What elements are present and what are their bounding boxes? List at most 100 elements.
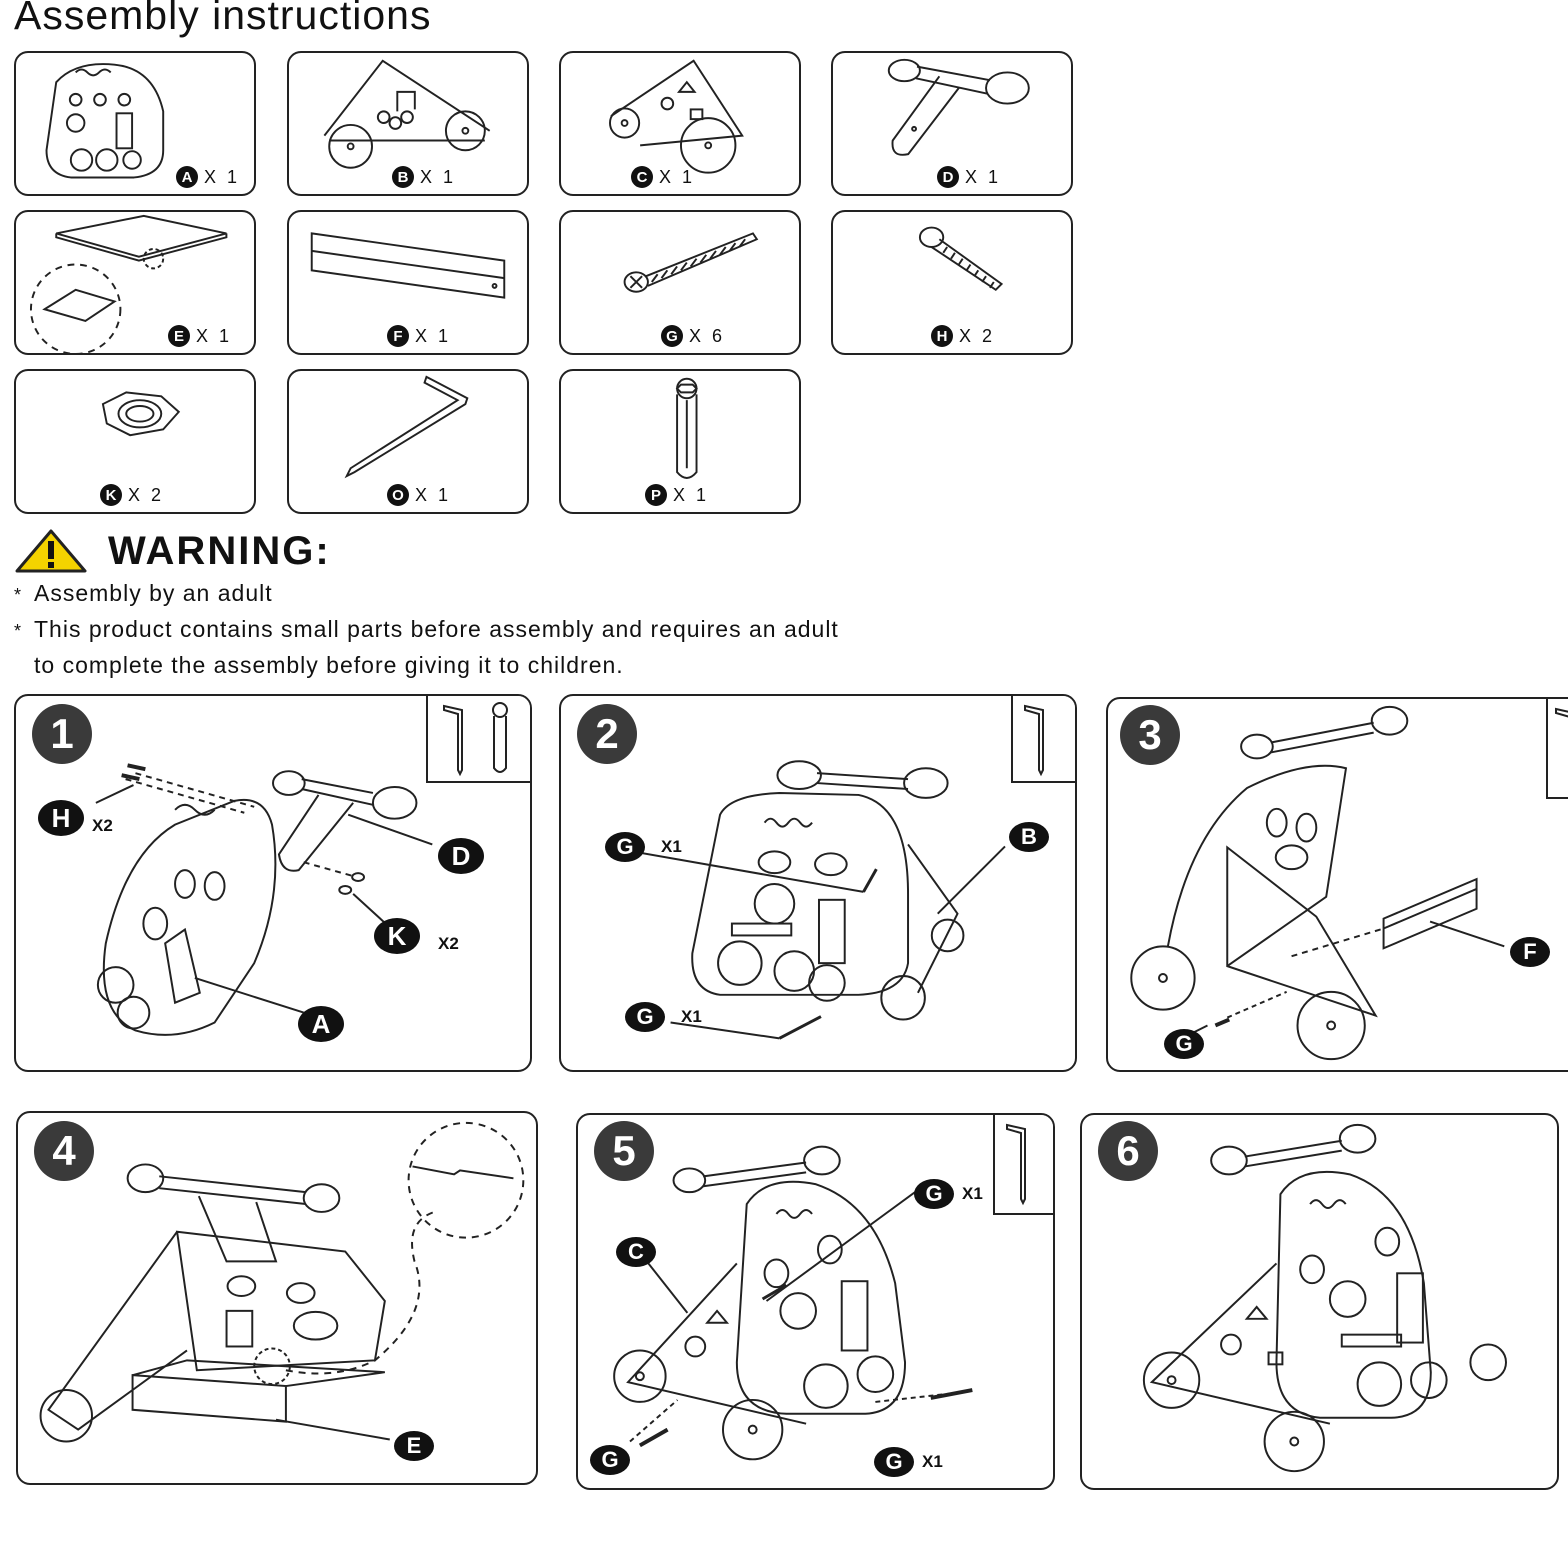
part-qty: X 1 [673,484,710,505]
warning-text: Assembly by an adult [34,580,273,606]
warning-text: to complete the assembly before giving i… [34,652,624,678]
part-qty: X 1 [659,166,696,187]
part-letter: F [387,325,409,347]
callout-letter: G [625,1002,665,1032]
callout-letter: K [374,918,420,954]
part-label-b: B X 1 [392,166,456,188]
allen-key-icon [344,375,469,479]
part-letter: C [631,166,653,188]
step-number: 2 [577,704,637,764]
tools-needed-box [426,696,530,783]
part-label-g: G X 6 [661,325,725,347]
step-4-panel: 4 E [16,1111,538,1485]
step-1-panel: 1 H X2 D K X2 A [14,694,532,1072]
step-number: 4 [34,1121,94,1181]
warning-text: This product contains small parts before… [34,616,839,642]
step-4-illustration [39,1121,525,1443]
part-qty: X 6 [689,325,726,346]
part-letter: B [392,166,414,188]
step-2-illustration [625,760,1006,1040]
part-card-c: C X 1 [559,51,801,196]
callout-letter: D [438,838,484,874]
callout-e: E [394,1431,434,1461]
callout-qty: X1 [661,837,682,856]
part-label-o: O X 1 [387,484,451,506]
allen-key-icon [1006,1123,1026,1206]
callout-g-top: G X1 [605,832,682,862]
callout-qty: X1 [922,1452,943,1471]
part-label-f: F X 1 [387,325,451,347]
part-card-k: K X 2 [14,369,256,514]
step-6-panel: 6 [1080,1113,1559,1490]
step-number: 5 [594,1121,654,1181]
callout-h: H X2 [38,800,113,836]
callout-c: C [616,1237,656,1267]
part-card-e: E X 1 [14,210,256,355]
warning-triangle-icon [15,529,87,573]
left-side-panel-icon [609,59,744,174]
part-qty: X 1 [415,484,452,505]
callout-qty: X2 [438,934,459,953]
part-card-b: B X 1 [287,51,529,196]
bullet-star: * [14,585,23,605]
step-6-illustration [1142,1123,1507,1473]
part-label-p: P X 1 [645,484,709,506]
callout-letter: G [1164,1029,1204,1059]
part-card-d: D X 1 [831,51,1073,196]
callout-g: G [1164,1029,1204,1059]
tools-needed-box [1011,696,1075,783]
nut-icon [101,391,181,437]
bullet-star: * [14,621,23,641]
crossbar-icon [310,232,506,299]
step-number: 6 [1098,1121,1158,1181]
part-label-a: A X 1 [176,166,240,188]
bolt-icon [918,226,1004,292]
part-letter: D [937,166,959,188]
part-label-k: K X 2 [100,484,164,506]
part-qty: X 1 [196,325,233,346]
warning-header: WARNING: [14,528,331,574]
part-letter: H [931,325,953,347]
socket-wrench-icon [675,377,698,479]
part-letter: E [168,325,190,347]
step-2-panel: 2 G X1 B G X1 [559,694,1077,1072]
callout-qty: X1 [681,1007,702,1026]
callout-letter: G [605,832,645,862]
part-card-a: A X 1 [14,51,256,196]
callout-d: D [438,838,484,874]
page-title: Assembly instructions [14,0,432,38]
warning-line-1: * Assembly by an adult [14,580,273,607]
callout-a: A [298,1006,344,1042]
allen-key-icon [1024,704,1044,777]
part-card-g: G X 6 [559,210,801,355]
callout-letter: H [38,800,84,836]
callout-g-bottom: G X1 [874,1447,943,1477]
part-card-h: H X 2 [831,210,1073,355]
long-screw-icon [623,232,759,293]
part-letter: O [387,484,409,506]
callout-letter: G [874,1447,914,1477]
part-letter: G [661,325,683,347]
callout-g-left: G [590,1445,630,1475]
part-card-o: O X 1 [287,369,529,514]
allen-key-icon [1555,707,1568,718]
tools-needed-box [993,1115,1053,1215]
step-5-illustration [613,1145,973,1461]
callout-qty: X1 [962,1184,983,1203]
callout-letter: E [394,1431,434,1461]
part-qty: X 2 [959,325,996,346]
callout-qty: X2 [92,816,113,835]
callout-k: K X2 [374,918,459,954]
part-letter: A [176,166,198,188]
part-label-h: H X 2 [931,325,995,347]
callout-g-bottom: G X1 [625,1002,702,1032]
callout-g-top: G X1 [914,1179,983,1209]
step-3-panel: 3 F G [1106,697,1568,1072]
part-qty: X 2 [128,484,165,505]
part-label-e: E X 1 [168,325,232,347]
step-1-illustration [95,763,433,1036]
warning-title: WARNING: [108,528,331,573]
callout-b: B [1009,822,1049,852]
step-3-illustration [1130,705,1505,1061]
callout-letter: F [1510,937,1550,967]
